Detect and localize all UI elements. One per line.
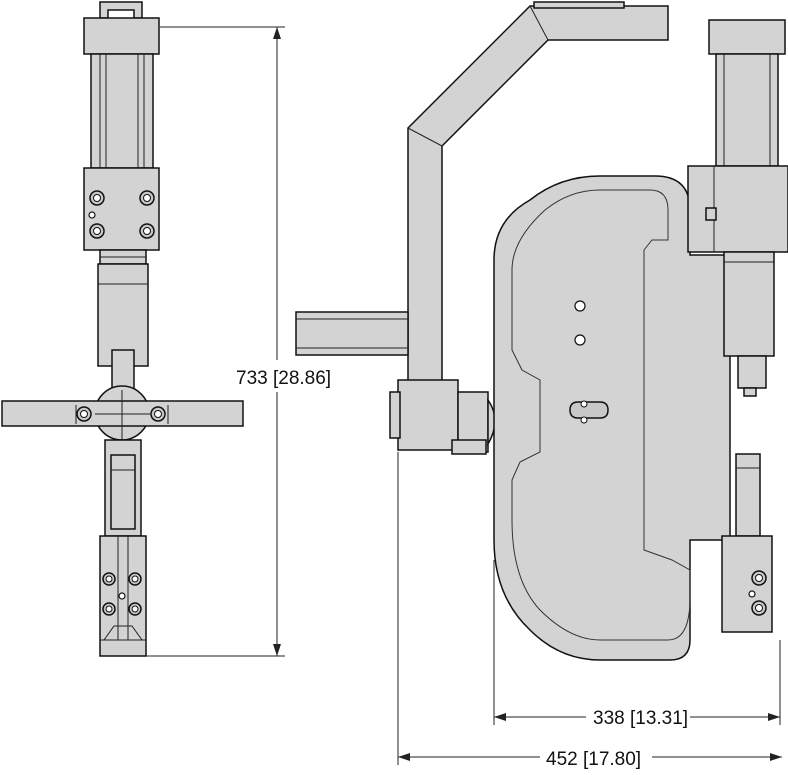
c-frame (493, 175, 731, 661)
right-mount (687, 165, 788, 253)
right-lower-column (735, 453, 761, 537)
side-bar (295, 311, 409, 356)
top-cap (83, 17, 160, 55)
top-handle (99, 1, 143, 19)
right-cylinder (715, 53, 779, 167)
frame-hole (574, 300, 586, 312)
right-jaw (721, 535, 773, 633)
right-neck (723, 251, 775, 357)
depth-label: 338 [13.31] (593, 708, 688, 729)
arm-cap (533, 1, 625, 9)
width-dimension: 452 [17.80] (397, 452, 782, 770)
small-hole (88, 211, 96, 219)
body-column (97, 263, 149, 367)
side-view (295, 1, 788, 661)
front-view (1, 1, 244, 657)
width-label: 452 [17.80] (546, 749, 641, 770)
height-label: 733 [28.86] (236, 368, 331, 389)
depth-dimension: 338 [13.31] (493, 560, 781, 729)
slot (569, 401, 609, 419)
frame-hole (574, 334, 586, 346)
pivot-housing (397, 379, 459, 451)
right-top-cap (708, 19, 786, 55)
cylinder-body (90, 53, 154, 169)
c-frame-inner (511, 189, 691, 641)
height-dimension: 733 [28.86] (146, 26, 331, 657)
